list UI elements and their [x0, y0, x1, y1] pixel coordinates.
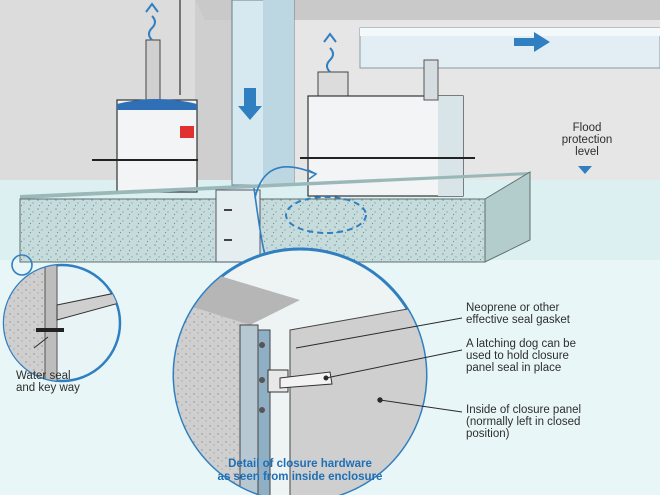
horizontal-duct: [359, 27, 660, 69]
vertical-duct: [231, 0, 295, 186]
leader-arrow: [254, 166, 314, 199]
detail-caption: Detail of closure hardware as seen from …: [217, 458, 383, 483]
red-tag: [180, 126, 194, 138]
level-marker-icon: [578, 166, 592, 174]
vent-squiggle-right: [326, 47, 334, 73]
inside-panel-label: Inside of closure panel (normally left i…: [466, 404, 582, 440]
latching-dog: [267, 369, 333, 393]
enclosure-wall: [19, 171, 531, 263]
detail-indicator: [285, 196, 367, 234]
label-leaders: [33, 317, 463, 413]
small-detail-indicator: [11, 254, 33, 276]
water-heater: [92, 39, 198, 193]
down-arrow-icon: [238, 88, 262, 120]
water-seal-label: Water seal and key way: [16, 370, 80, 394]
vent-squiggle-left: [148, 15, 156, 41]
closure-hardware-detail: [172, 247, 428, 495]
flood-protection-label: Flood protection level: [561, 122, 613, 158]
right-arrow-icon: [514, 32, 550, 52]
latching-dog-label: A latching dog can be used to hold closu…: [466, 338, 576, 374]
closure-panel: [215, 189, 261, 263]
seal-gasket-label: Neoprene or other effective seal gasket: [466, 302, 570, 326]
up-arrow-icon-2: [323, 32, 337, 43]
up-arrow-icon: [145, 2, 159, 13]
